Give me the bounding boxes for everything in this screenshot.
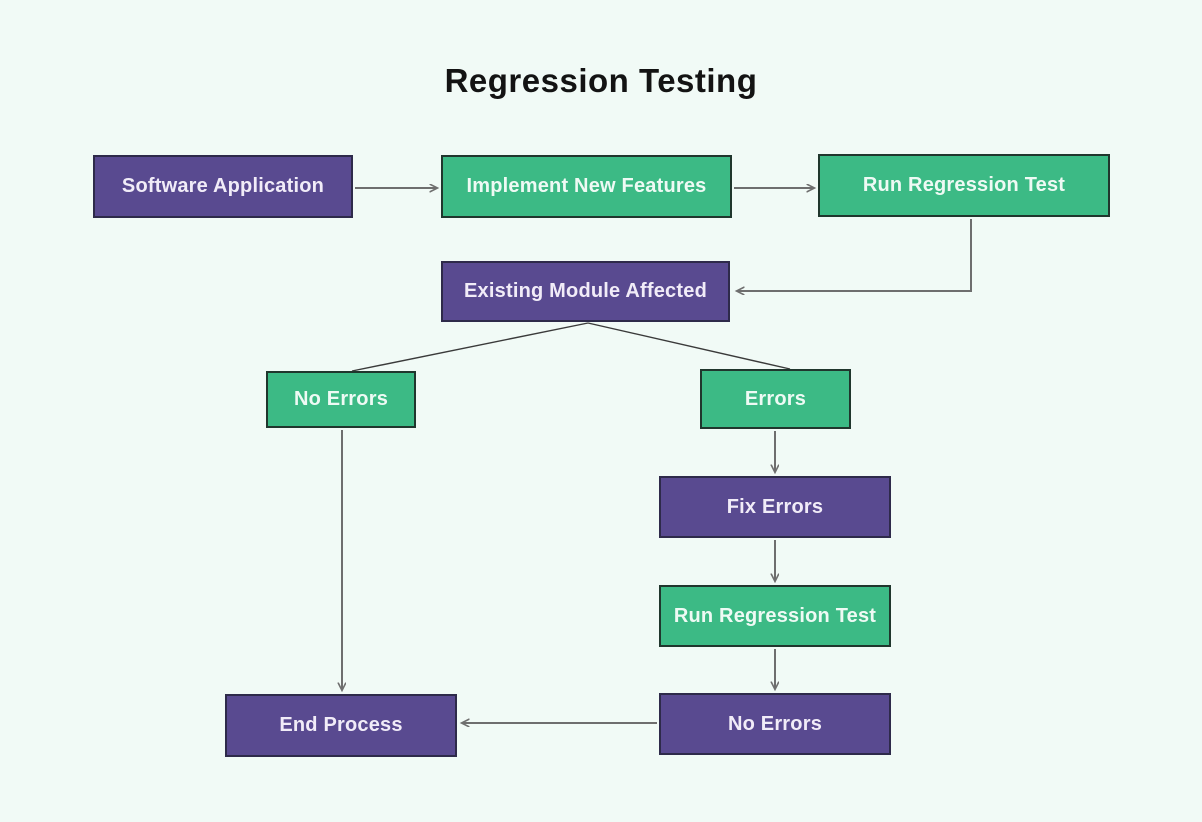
node-label: End Process [279,714,403,736]
node-no-errors-branch: No Errors [266,371,416,428]
node-run-regression-test: Run Regression Test [818,154,1110,217]
node-label: Existing Module Affected [464,280,707,302]
node-software-application: Software Application [93,155,353,218]
node-label: Errors [744,387,807,410]
node-label: Run Regression Test [673,604,877,627]
edge-existing-to-noerrors [351,322,589,372]
node-no-errors-result: No Errors [659,693,891,755]
node-label: Fix Errors [726,495,824,518]
node-run-regression-test-2: Run Regression Test [659,585,891,647]
node-label: No Errors [293,388,389,410]
node-errors-branch: Errors [700,369,851,429]
node-fix-errors: Fix Errors [659,476,891,538]
edge-existing-to-errors [587,322,791,370]
node-end-process: End Process [225,694,457,757]
node-label: Implement New Features [466,175,707,197]
node-existing-module-affected: Existing Module Affected [441,261,730,322]
edge-regression-to-existing [737,219,972,291]
node-label: Run Regression Test [862,174,1066,196]
node-label: No Errors [727,712,823,735]
node-implement-new-features: Implement New Features [441,155,732,218]
diagram-title: Regression Testing [444,62,758,99]
node-label: Software Application [121,175,325,197]
